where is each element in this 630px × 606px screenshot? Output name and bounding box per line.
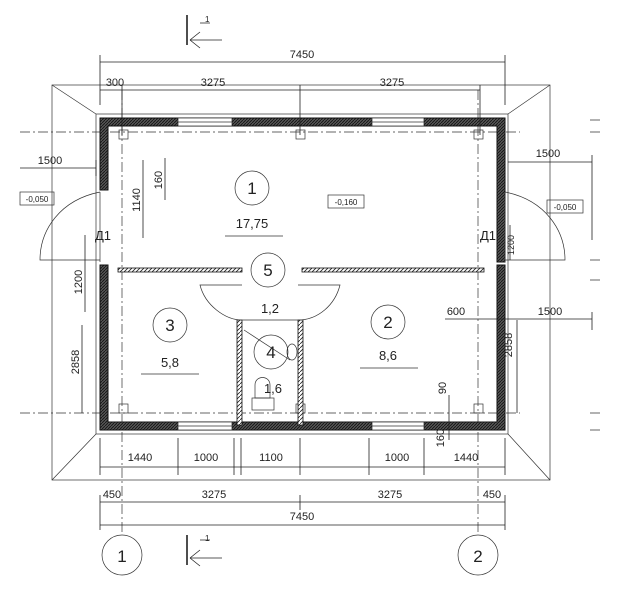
svg-text:2858: 2858 — [70, 350, 82, 374]
svg-text:7450: 7450 — [290, 511, 314, 523]
svg-text:2: 2 — [383, 313, 392, 332]
toilet-fixture — [251, 343, 298, 411]
axis-bubble-1: 1 — [101, 534, 143, 576]
svg-text:450: 450 — [103, 489, 121, 501]
svg-text:1,6: 1,6 — [264, 381, 282, 396]
section-mark-top: 1 — [186, 15, 222, 49]
svg-text:1100: 1100 — [259, 452, 283, 464]
svg-text:3275: 3275 — [201, 77, 225, 89]
svg-text:-0,160: -0,160 — [335, 198, 358, 207]
svg-text:1500: 1500 — [38, 155, 62, 167]
svg-text:1: 1 — [247, 179, 256, 198]
svg-text:5,8: 5,8 — [161, 355, 179, 370]
dimensions-top: 7450 300 3275 3275 — [99, 49, 506, 135]
svg-text:1: 1 — [205, 534, 210, 543]
svg-text:1440: 1440 — [128, 452, 152, 464]
svg-text:7450: 7450 — [290, 49, 314, 61]
svg-text:-0,050: -0,050 — [26, 195, 49, 204]
svg-text:2858: 2858 — [503, 333, 515, 357]
svg-text:1200: 1200 — [73, 270, 85, 294]
svg-text:90: 90 — [437, 382, 449, 394]
svg-text:17,75: 17,75 — [236, 216, 269, 231]
svg-text:2: 2 — [473, 547, 482, 566]
elevation-marks: -0,160 -0,050 -0,050 Д1 Д1 — [19, 191, 584, 243]
svg-text:3275: 3275 — [202, 489, 226, 501]
doors — [39, 191, 566, 361]
svg-text:3275: 3275 — [380, 77, 404, 89]
svg-text:Д1: Д1 — [95, 228, 111, 243]
room-2: 2 8,6 — [360, 304, 418, 369]
svg-text:3275: 3275 — [378, 489, 402, 501]
dimensions-bottom: 1440 1000 1100 1000 1440 450 3275 3275 4… — [99, 438, 506, 530]
svg-text:-0,050: -0,050 — [554, 203, 577, 212]
room-1: 1 17,75 — [225, 170, 283, 237]
svg-text:4: 4 — [266, 343, 275, 362]
room-5: 5 1,2 — [250, 252, 286, 316]
svg-text:1000: 1000 — [385, 452, 409, 464]
svg-text:300: 300 — [106, 77, 124, 89]
svg-text:1500: 1500 — [536, 148, 560, 160]
svg-text:1000: 1000 — [194, 452, 218, 464]
svg-text:1140: 1140 — [131, 188, 143, 212]
svg-text:8,6: 8,6 — [379, 348, 397, 363]
section-mark-bottom: 1 — [186, 534, 222, 567]
axis-bubble-2: 2 — [457, 534, 499, 576]
svg-text:Д1: Д1 — [480, 228, 496, 243]
grid-axes — [20, 90, 600, 535]
room-3: 3 5,8 — [141, 307, 199, 375]
svg-text:1: 1 — [117, 547, 126, 566]
exterior-walls — [99, 117, 506, 431]
dimensions-right: 1500 1200 600 1500 2858 90 160 — [435, 148, 593, 447]
svg-text:160: 160 — [435, 429, 447, 447]
svg-text:1,2: 1,2 — [261, 301, 279, 316]
svg-text:3: 3 — [165, 316, 174, 335]
svg-text:1500: 1500 — [538, 306, 562, 318]
svg-text:1200: 1200 — [506, 235, 516, 255]
dimensions-left: 1500 1140 160 1200 2858 — [20, 155, 166, 413]
svg-text:5: 5 — [263, 261, 272, 280]
roof-outline — [51, 84, 551, 481]
svg-text:600: 600 — [447, 306, 465, 318]
interior-partitions — [117, 267, 485, 426]
svg-text:450: 450 — [483, 489, 501, 501]
svg-text:1: 1 — [205, 15, 210, 24]
svg-text:1440: 1440 — [454, 452, 478, 464]
room-4: 4 1,6 — [253, 334, 289, 396]
svg-text:160: 160 — [153, 171, 165, 189]
